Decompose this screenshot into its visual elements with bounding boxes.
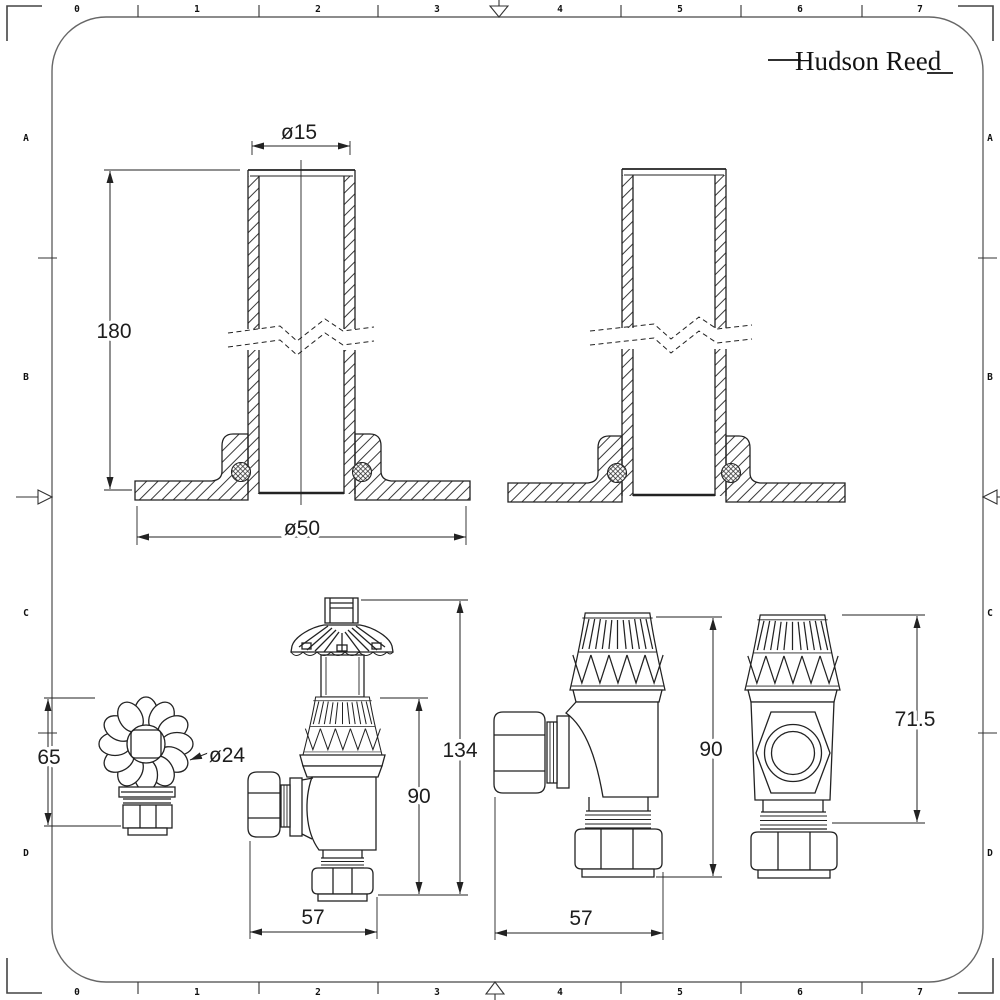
drawing-valve-front-view: 71.5 [744, 614, 939, 879]
valve-fluted-head [569, 612, 666, 691]
drawing-pipe-cover-sectioned: ø15 180 ø50 [93, 118, 471, 545]
center-mark-top [488, 0, 510, 18]
ruler-left-a: A [23, 133, 29, 144]
dim-label-trv-depth: 57 [301, 906, 324, 929]
ruler-bottom-2: 2 [315, 987, 321, 998]
pipe-tube-walls [247, 169, 356, 494]
drawing-valve-side-view: 90 57 [493, 612, 726, 940]
sheet-border [51, 16, 984, 983]
dim-label-valve-body-height: 90 [699, 738, 722, 761]
drawing-trv-angled-side-view: 134 90 57 [247, 597, 481, 939]
valve-body [565, 701, 659, 798]
valve-fluted-head [744, 614, 841, 691]
pipe-tube-walls [621, 168, 727, 496]
center-mark-bottom [484, 981, 506, 1000]
dim-label-spindle-diameter: ø24 [209, 744, 246, 767]
ruler-labels: 0 1 2 3 4 5 6 7 0 1 2 3 4 5 6 7 A B C D … [23, 4, 993, 998]
ruler-left-c: C [23, 608, 29, 619]
dimensions-pipe-cover: ø15 180 ø50 [93, 118, 467, 545]
ruler-right-a: A [987, 133, 993, 144]
ruler-right-d: D [987, 848, 993, 859]
valve-head-rim [747, 689, 838, 703]
handwheel-neck-and-nut [118, 786, 176, 836]
ruler-top-4: 4 [557, 4, 563, 15]
corner-bracket-bottom-right [958, 958, 994, 994]
ruler-bottom-7: 7 [917, 987, 923, 998]
corner-bracket-bottom-left [6, 958, 42, 994]
valve-head-rim [572, 689, 663, 703]
valve-tail-union [750, 800, 838, 879]
dim-label-head-height: 65 [37, 746, 60, 769]
flange-section-left [134, 433, 249, 501]
flange-section-right [725, 435, 846, 503]
union-bore-outer [763, 723, 823, 783]
handwheel-flower [98, 696, 194, 792]
break-line [589, 330, 753, 354]
ruler-top-7: 7 [917, 4, 923, 15]
ruler-bottom-5: 5 [677, 987, 683, 998]
ruler-bottom-0: 0 [74, 987, 80, 998]
break-line [589, 316, 753, 340]
valve-tail-union [574, 797, 663, 878]
o-ring [351, 461, 373, 483]
ruler-right-c: C [987, 608, 993, 619]
corner-bracket-top-right [958, 5, 994, 41]
trv-skirt [299, 754, 386, 767]
dimensions-trv: 134 90 57 [249, 599, 481, 939]
ruler-right-b: B [987, 372, 993, 383]
o-ring [720, 462, 742, 484]
valve-side-fitting [493, 711, 570, 794]
dim-label-trv-body-height: 90 [407, 785, 430, 808]
ruler-left-d: D [23, 848, 29, 859]
center-mark-left [16, 489, 54, 505]
trv-neck [320, 654, 365, 698]
drawing-pipe-cover-plain [507, 168, 846, 503]
o-ring [606, 462, 628, 484]
trv-bell-cap [290, 624, 394, 656]
dim-label-front-body-height: 71.5 [895, 708, 936, 731]
ruler-top-0: 0 [74, 4, 80, 15]
corner-bracket-top-left [6, 5, 42, 41]
dimensions-valve-head: 65 ø24 [34, 697, 249, 827]
dim-label-valve-depth: 57 [569, 907, 592, 930]
trv-fluted-head [302, 696, 383, 756]
ruler-bottom-4: 4 [557, 987, 563, 998]
brand-logo: Hudson Reed [768, 46, 953, 76]
trv-body [306, 776, 377, 851]
ruler-ticks [38, 5, 997, 994]
ruler-top-3: 3 [434, 4, 440, 15]
drawing-valve-head-top-view: 65 ø24 [34, 696, 249, 836]
o-ring [230, 461, 252, 483]
dim-label-pipe-base-diameter: ø50 [284, 517, 320, 540]
trv-collar [302, 765, 383, 778]
trv-side-fitting [247, 771, 314, 840]
ruler-top-5: 5 [677, 4, 683, 15]
sheet-frame: 0 1 2 3 4 5 6 7 0 1 2 3 4 5 6 7 A B C D … [6, 0, 1000, 1000]
logo-text: Hudson Reed [795, 46, 942, 76]
union-bore-inner [770, 730, 816, 776]
ruler-bottom-3: 3 [434, 987, 440, 998]
ruler-top-6: 6 [797, 4, 803, 15]
break-line [227, 318, 375, 342]
spindle-square [130, 729, 162, 759]
ruler-left-b: B [23, 372, 29, 383]
dim-label-trv-total-height: 134 [442, 739, 477, 762]
ruler-top-1: 1 [194, 4, 200, 15]
flange-section-left [507, 435, 623, 503]
ruler-bottom-1: 1 [194, 987, 200, 998]
dim-label-pipe-top-diameter: ø15 [281, 121, 317, 144]
break-line [227, 332, 375, 356]
flange-section-right [354, 433, 471, 501]
union-hex-front [755, 711, 831, 794]
ruler-bottom-6: 6 [797, 987, 803, 998]
dimensions-valve-front: 71.5 [832, 614, 939, 824]
trv-tail-union [311, 850, 374, 902]
ruler-top-2: 2 [315, 4, 321, 15]
center-mark-right [981, 489, 1000, 505]
dim-label-pipe-height: 180 [96, 320, 131, 343]
dimensions-valve-side: 90 57 [494, 616, 726, 940]
trv-stem [324, 597, 359, 624]
